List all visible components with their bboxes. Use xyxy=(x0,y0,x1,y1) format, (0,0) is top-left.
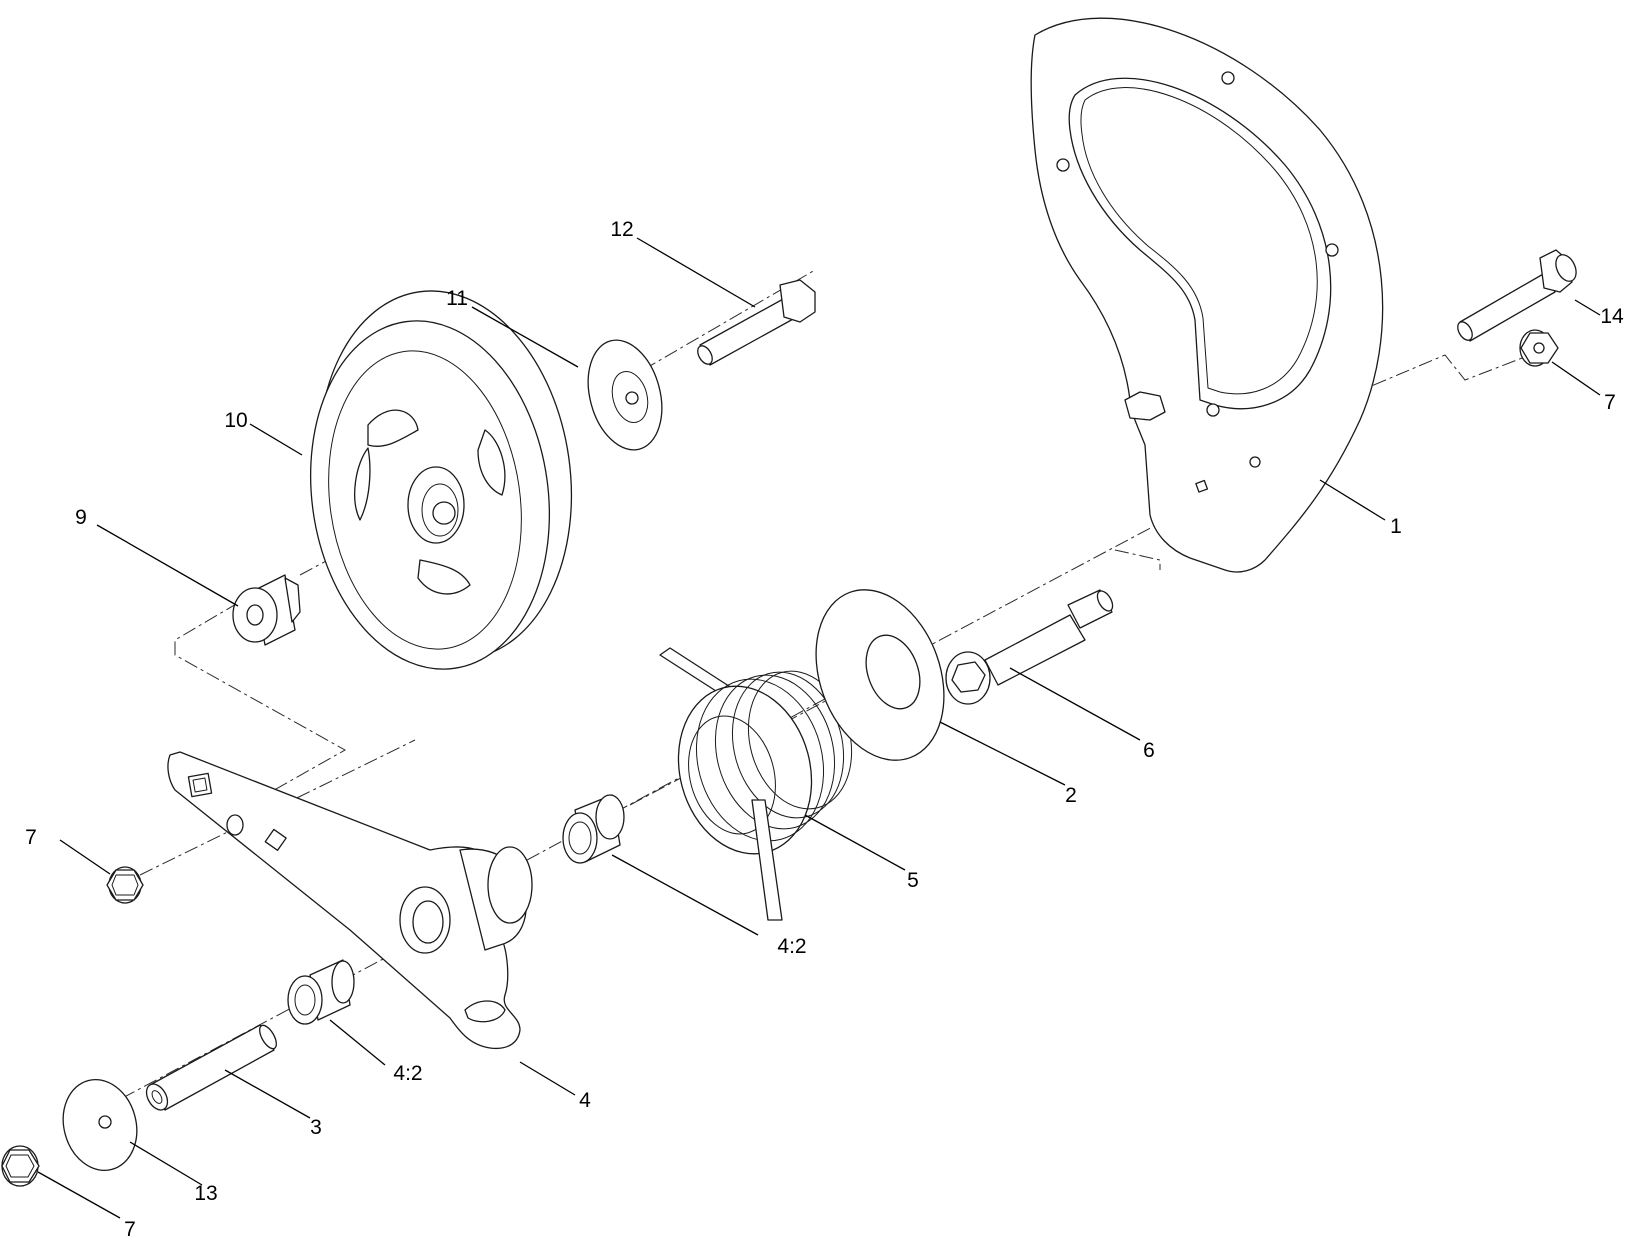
leader-11 xyxy=(471,306,579,368)
callout-6: 6 xyxy=(1143,739,1155,762)
leader-12 xyxy=(636,237,756,308)
leader-4-2-lower xyxy=(329,1019,386,1066)
callout-1: 1 xyxy=(1390,515,1402,538)
leader-7-middle xyxy=(59,839,111,875)
callout-10: 10 xyxy=(224,409,247,432)
callout-labels: 12 11 10 9 14 7 1 6 2 5 7 4:2 4:2 4 3 13… xyxy=(25,218,1624,1241)
part-3-pin xyxy=(145,1024,277,1111)
callout-5: 5 xyxy=(907,869,919,892)
leader-7-lower xyxy=(37,1171,121,1219)
leader-13 xyxy=(129,1141,203,1186)
callout-13: 13 xyxy=(194,1182,217,1205)
callout-4: 4 xyxy=(579,1089,591,1112)
callout-2: 2 xyxy=(1065,784,1077,807)
callout-7-lower: 7 xyxy=(124,1218,136,1241)
leader-4 xyxy=(519,1061,576,1096)
leader-9 xyxy=(96,524,239,607)
leader-4-2-upper xyxy=(611,854,759,936)
leader-lines xyxy=(37,237,1601,1219)
callout-7-middle: 7 xyxy=(25,826,37,849)
part-12-bolt xyxy=(697,279,816,366)
part-13-washer xyxy=(62,1078,138,1172)
part-1-mounting-bracket xyxy=(1030,17,1384,573)
part-14-long-bolt xyxy=(1457,249,1577,342)
part-10-pulley xyxy=(309,290,573,670)
callout-7-upper: 7 xyxy=(1604,391,1616,414)
leader-2 xyxy=(939,721,1066,786)
part-6-shoulder-bolt xyxy=(945,589,1114,705)
callout-11: 11 xyxy=(446,287,468,310)
leader-6 xyxy=(1009,667,1141,741)
part-7-flange-nut-lower xyxy=(1,1145,40,1187)
callout-14: 14 xyxy=(1600,305,1624,328)
part-9-spacer xyxy=(232,574,301,646)
part-4-2-bushing-lower xyxy=(287,959,355,1025)
part-4-idler-arm xyxy=(167,751,533,1050)
part-7-flange-nut-middle xyxy=(106,866,144,904)
leader-7-upper xyxy=(1551,361,1601,396)
part-2-washer xyxy=(815,589,945,761)
part-4-2-bushing-upper xyxy=(562,794,625,864)
part-11-washer xyxy=(587,339,663,451)
leader-14 xyxy=(1574,299,1601,316)
callout-9: 9 xyxy=(75,506,87,529)
leader-10 xyxy=(249,423,303,456)
leader-5 xyxy=(804,814,906,871)
callout-4-2-upper: 4:2 xyxy=(777,935,806,958)
leader-1 xyxy=(1319,479,1386,521)
callout-4-2-lower: 4:2 xyxy=(393,1062,422,1085)
callout-12: 12 xyxy=(610,218,633,241)
leader-3 xyxy=(224,1069,311,1119)
part-7-flange-nut-upper xyxy=(1519,329,1559,367)
callout-3: 3 xyxy=(310,1116,322,1139)
